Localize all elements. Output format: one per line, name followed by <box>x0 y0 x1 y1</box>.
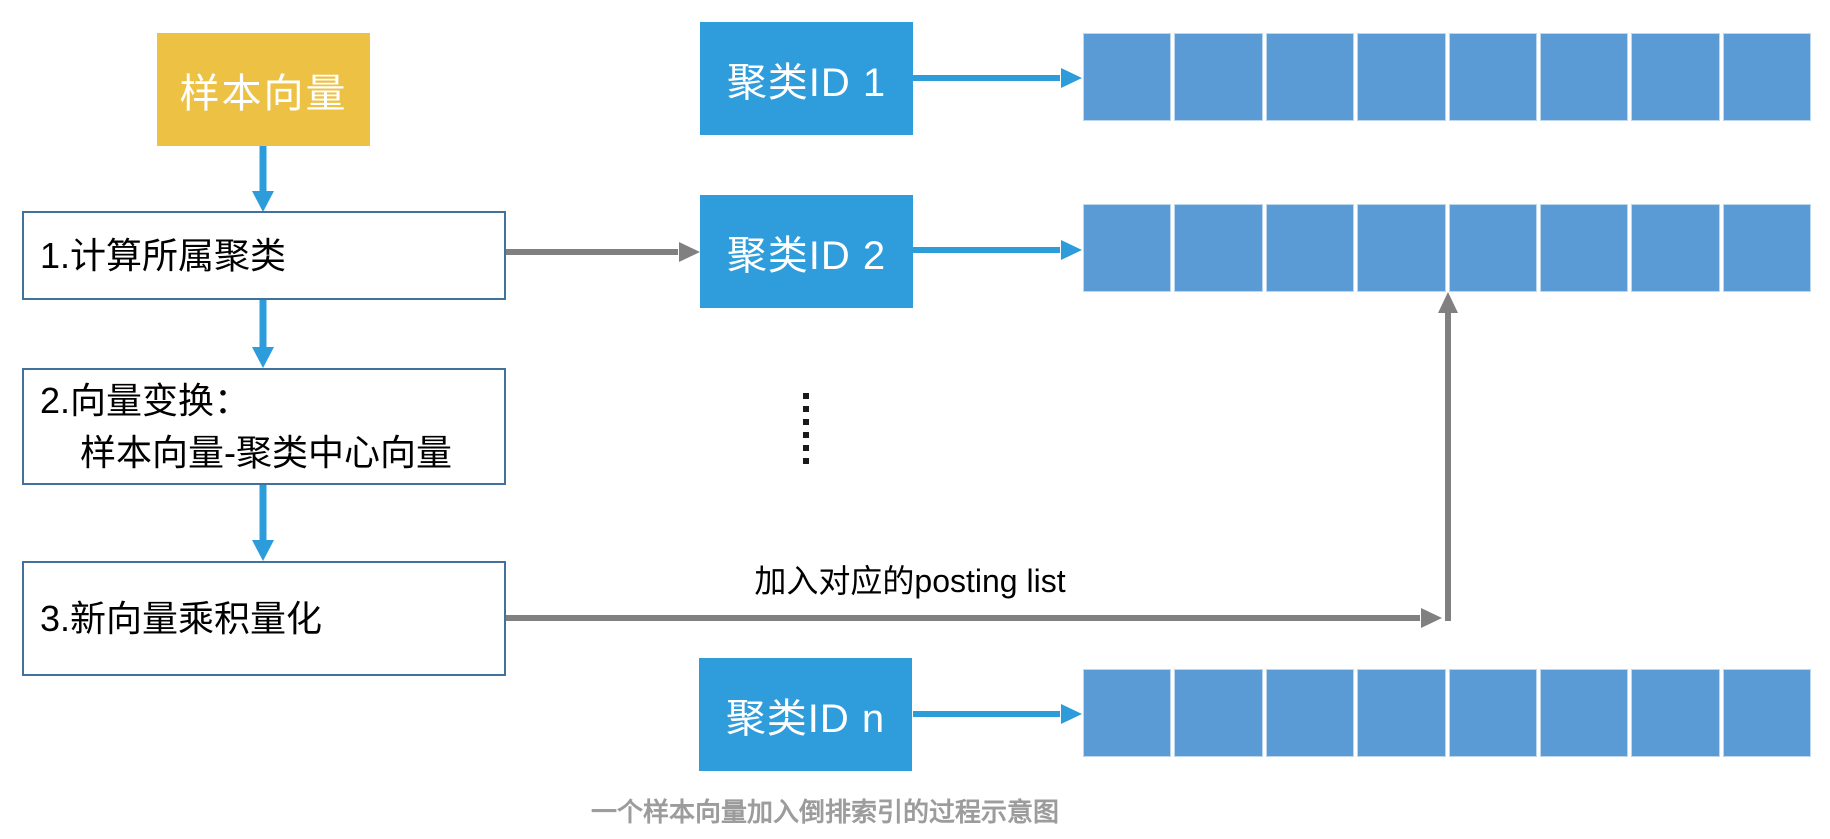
arrow-cluster2-to-list2 <box>912 240 1082 260</box>
posting-cell <box>1265 204 1355 292</box>
posting-cell <box>1722 669 1811 757</box>
ellipsis-dot <box>803 445 809 451</box>
posting-cell <box>1357 33 1446 121</box>
posting-cell <box>1722 204 1811 292</box>
posting-list-row-n <box>1083 669 1811 757</box>
posting-cell <box>1265 669 1355 757</box>
cluster-id-2-label: 聚类ID 2 <box>726 233 887 278</box>
arrow-step1-to-step2 <box>252 300 274 368</box>
step-3-text: 3.新向量乘积量化 <box>40 597 323 639</box>
ellipsis-dot <box>803 458 809 464</box>
posting-cell <box>1539 204 1629 292</box>
step-2-text-line2: 样本向量-聚类中心向量 <box>80 431 452 473</box>
ellipsis-dot <box>803 419 809 425</box>
arrow-cluster1-to-list1 <box>912 68 1082 88</box>
posting-cell <box>1357 204 1446 292</box>
arrow-step2-to-step3 <box>252 485 274 561</box>
step-box-2: 2.向量变换： 样本向量-聚类中心向量 <box>22 368 506 485</box>
posting-cell <box>1083 204 1172 292</box>
posting-cell <box>1174 204 1263 292</box>
posting-cell <box>1539 33 1629 121</box>
cluster-id-n-label: 聚类ID n <box>725 696 886 741</box>
posting-list-row-1 <box>1083 33 1811 121</box>
cluster-id-n-box: 聚类ID n <box>699 658 912 771</box>
posting-cell <box>1448 33 1537 121</box>
cluster-id-1-box: 聚类ID 1 <box>700 22 913 135</box>
posting-list-row-2 <box>1083 204 1811 292</box>
step-box-1: 1.计算所属聚类 <box>22 211 506 300</box>
ellipsis-dot <box>803 393 809 399</box>
posting-cell <box>1539 669 1629 757</box>
diagram-caption: 一个样本向量加入倒排索引的过程示意图 <box>590 797 1059 827</box>
posting-cell <box>1448 204 1537 292</box>
posting-cell <box>1631 204 1720 292</box>
sample-vector-label: 样本向量 <box>179 71 348 116</box>
posting-list-annotation: 加入对应的posting list <box>754 563 1066 599</box>
ellipsis-dot <box>803 406 809 412</box>
vertical-ellipsis-icon <box>803 393 809 464</box>
posting-cell <box>1083 669 1172 757</box>
arrow-step1-to-cluster2 <box>506 242 700 262</box>
step-1-text: 1.计算所属聚类 <box>40 234 287 276</box>
arrow-step3-posting-horizontal <box>506 608 1442 628</box>
cluster-id-1-label: 聚类ID 1 <box>726 60 887 105</box>
ellipsis-dot <box>803 432 809 438</box>
posting-cell <box>1357 669 1446 757</box>
arrow-cluster-n-to-list-n <box>913 704 1082 724</box>
posting-cell <box>1631 33 1720 121</box>
posting-cell <box>1631 669 1720 757</box>
step-box-3: 3.新向量乘积量化 <box>22 561 506 676</box>
cluster-id-2-box: 聚类ID 2 <box>700 195 913 308</box>
sample-vector-box: 样本向量 <box>157 33 370 146</box>
arrow-sample-to-step1 <box>252 146 274 212</box>
posting-cell <box>1083 33 1172 121</box>
posting-cell <box>1722 33 1811 121</box>
arrow-posting-vertical-up <box>1438 292 1458 621</box>
posting-cell <box>1174 669 1263 757</box>
step-2-text: 2.向量变换： <box>40 379 251 421</box>
posting-cell <box>1265 33 1355 121</box>
posting-cell <box>1448 669 1537 757</box>
posting-cell <box>1174 33 1263 121</box>
